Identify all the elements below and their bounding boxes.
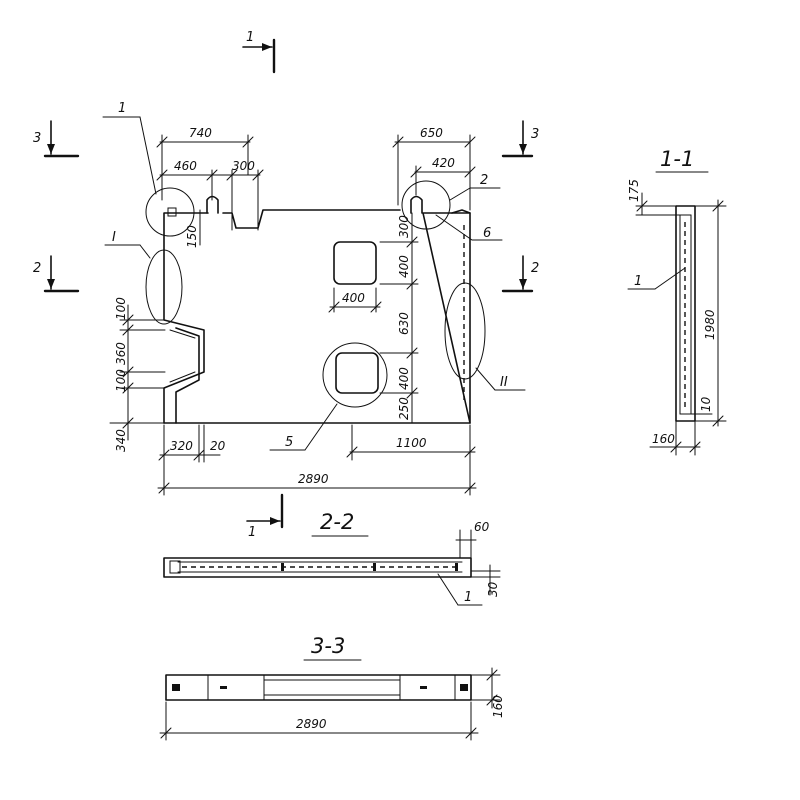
section-1-1-title: 1-1 <box>660 147 694 171</box>
dim-160-3-3: 160 <box>491 695 505 718</box>
dim-320: 320 <box>170 439 193 453</box>
dim-160: 160 <box>652 432 675 446</box>
detail-circle-opening <box>322 342 388 408</box>
section-3-3-title: 3-3 <box>311 634 345 658</box>
dim-400-a: 400 <box>397 255 411 278</box>
node-II-oval <box>444 282 486 380</box>
section-3-3: 3-3 2890 160 <box>159 634 505 741</box>
dim-650: 650 <box>420 126 443 140</box>
cut-marker-3-left: 3 <box>33 120 80 158</box>
lifting-loop-right <box>410 195 423 214</box>
cut-marker-2-right: 2 <box>501 255 539 293</box>
node-II-label: II <box>500 375 508 390</box>
dim-150: 150 <box>185 225 199 248</box>
svg-text:1: 1 <box>248 525 256 540</box>
detail-circle-right <box>401 180 451 230</box>
dim-460: 460 <box>174 159 197 173</box>
dim-2890: 2890 <box>298 472 329 486</box>
cut-marker-3-right: 3 <box>501 120 539 158</box>
callout-1: 1 <box>118 101 126 116</box>
dim-30: 30 <box>486 581 500 597</box>
dim-360: 360 <box>114 342 128 365</box>
cut-marker-1-bottom: 1 <box>246 493 284 540</box>
section-2-2: 2-2 60 30 1 <box>163 510 501 606</box>
dim-340: 340 <box>114 429 128 452</box>
dim-10: 10 <box>699 396 713 412</box>
svg-text:2: 2 <box>531 261 539 276</box>
node-I-oval <box>145 249 183 325</box>
panel-outline <box>163 209 471 424</box>
dim-175: 175 <box>627 179 641 202</box>
dim-420: 420 <box>432 156 455 170</box>
section-2-2-title: 2-2 <box>320 510 354 534</box>
cut-marker-2-left: 2 <box>33 255 80 293</box>
dim-300: 300 <box>232 159 255 173</box>
opening-upper <box>333 241 377 285</box>
svg-text:1: 1 <box>246 30 254 45</box>
detail-circle-left <box>145 187 195 237</box>
opening-lower <box>335 352 379 394</box>
dim-630: 630 <box>397 312 411 335</box>
dim-250: 250 <box>397 397 411 420</box>
callout-5: 5 <box>285 435 293 450</box>
dim-100-a: 100 <box>114 297 128 320</box>
section-1-1: 1-1 175 1980 10 160 1 <box>627 147 727 456</box>
svg-text:3: 3 <box>33 131 41 146</box>
dim-740: 740 <box>189 126 212 140</box>
cut-marker-1-top: 1 <box>242 30 276 74</box>
node-I-label: I <box>112 230 116 245</box>
dim-20: 20 <box>210 439 226 453</box>
section-1-1-callout: 1 <box>634 274 642 289</box>
svg-text:3: 3 <box>531 127 539 142</box>
dim-1100: 1100 <box>396 436 427 450</box>
dim-400-width: 400 <box>342 291 365 305</box>
dim-60: 60 <box>474 520 490 534</box>
dim-100-b: 100 <box>114 369 128 392</box>
dim-2890-3-3: 2890 <box>296 717 327 731</box>
dim-400-b: 400 <box>397 367 411 390</box>
callout-2: 2 <box>480 173 488 188</box>
dim-1980: 1980 <box>703 309 717 340</box>
callout-6: 6 <box>483 226 491 241</box>
panel-elevation: 740 460 300 150 650 420 <box>33 30 539 540</box>
svg-text:2: 2 <box>33 261 41 276</box>
section-2-2-callout: 1 <box>464 590 472 605</box>
dim-300-right: 300 <box>397 215 411 238</box>
